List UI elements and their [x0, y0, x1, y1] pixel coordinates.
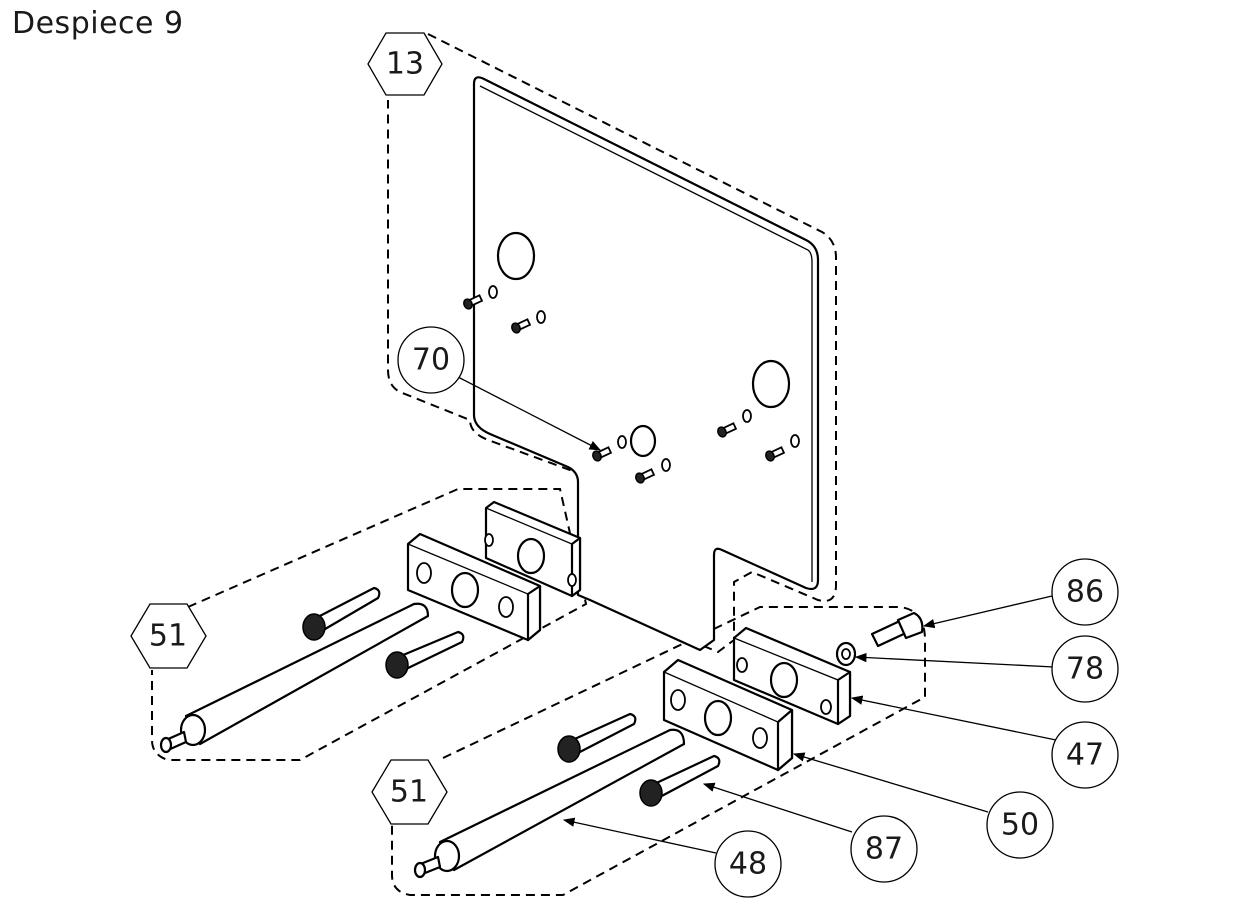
- bolt-87-top-1: [302, 586, 381, 641]
- plate-hole-small-6: [790, 434, 800, 448]
- screw-70-group: [463, 294, 786, 484]
- block-50-top: [406, 532, 542, 642]
- svg-text:48: 48: [729, 847, 767, 882]
- balloon-87: 87: [850, 815, 918, 883]
- balloon-51-bottom: 51: [371, 759, 448, 825]
- svg-text:51: 51: [149, 619, 187, 654]
- balloon-13: 13: [367, 32, 443, 96]
- shaft-48-top: [159, 602, 430, 754]
- boundary-51-bottom: [391, 606, 926, 896]
- bolt-87-top-2: [385, 630, 465, 679]
- bolt-87-bottom-2: [639, 754, 721, 807]
- plate-hole-small-4: [661, 458, 671, 472]
- svg-text:47: 47: [1066, 738, 1104, 773]
- block-47-top: [484, 500, 582, 598]
- svg-text:50: 50: [1001, 808, 1039, 843]
- block-50-bottom: [662, 658, 794, 772]
- plate-hole-small-5: [742, 409, 752, 423]
- balloon-78: 78: [1051, 635, 1119, 703]
- balloon-70: 70: [397, 326, 465, 394]
- plate-hole-small-1: [488, 285, 498, 299]
- svg-text:78: 78: [1066, 652, 1104, 687]
- plate-hole-large-3: [629, 424, 657, 458]
- bolt-87-bottom-1: [557, 712, 637, 763]
- leader-48: [562, 817, 717, 854]
- drawing-title: Despiece 9: [12, 6, 184, 41]
- svg-text:51: 51: [390, 775, 428, 810]
- plate-13: [472, 76, 820, 652]
- plate-hole-small-3: [617, 435, 627, 449]
- balloon-51-top: 51: [130, 603, 207, 669]
- leader-86: [922, 595, 1053, 629]
- shaft-48-bottom: [413, 728, 686, 879]
- plate-hole-small-2: [536, 310, 546, 324]
- washer-78: [835, 641, 857, 667]
- svg-text:13: 13: [386, 47, 424, 82]
- plate-hole-large-2: [751, 359, 791, 409]
- boundary-13: [387, 33, 837, 654]
- boundary-51-top: [151, 488, 588, 761]
- leader-78: [854, 652, 1055, 668]
- leader-70: [457, 376, 602, 451]
- leader-47: [850, 695, 1057, 741]
- svg-text:87: 87: [865, 832, 903, 867]
- svg-text:86: 86: [1066, 575, 1104, 610]
- svg-text:70: 70: [412, 343, 450, 378]
- plate-hole-large-1: [496, 231, 536, 281]
- balloon-47: 47: [1051, 721, 1119, 789]
- balloon-86: 86: [1051, 558, 1119, 626]
- bolt-86: [870, 611, 924, 648]
- balloon-48: 48: [714, 830, 782, 898]
- block-47-bottom: [732, 626, 852, 726]
- balloon-50: 50: [986, 791, 1054, 859]
- plate-13-inner-edge: [479, 85, 813, 582]
- leader-50: [792, 752, 989, 813]
- leader-87: [702, 782, 853, 833]
